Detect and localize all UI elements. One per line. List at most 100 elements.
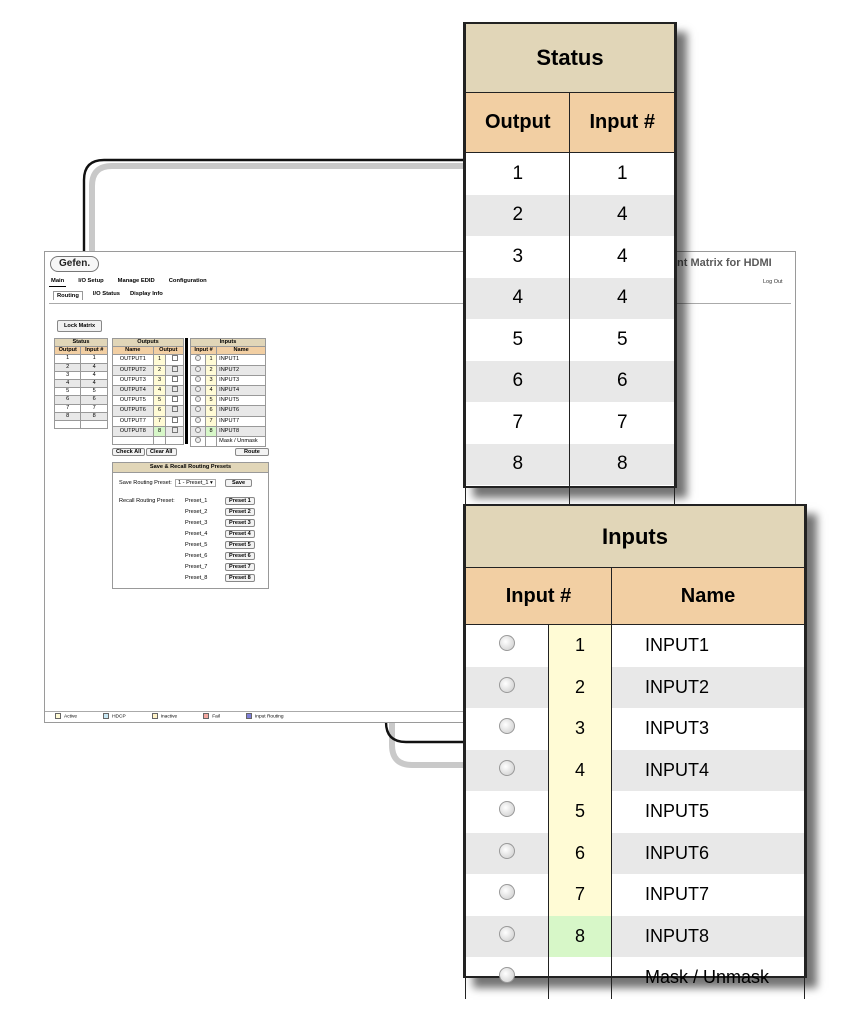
input-radio[interactable]: [465, 874, 549, 916]
tab-io-setup[interactable]: I/O Setup: [78, 278, 104, 284]
radio-icon[interactable]: [195, 355, 202, 362]
mini-output-check[interactable]: [165, 374, 184, 387]
preset-5-button[interactable]: Preset 5: [225, 541, 255, 549]
mini-output-empty: [112, 436, 154, 446]
radio-icon[interactable]: [499, 676, 515, 693]
radio-icon[interactable]: [499, 925, 515, 942]
input-radio[interactable]: [465, 749, 549, 791]
input-radio[interactable]: [465, 666, 549, 708]
mini-output-check[interactable]: [165, 425, 184, 438]
route-button[interactable]: Route: [235, 448, 269, 456]
mini-output-check[interactable]: [165, 405, 184, 417]
mini-status-header-input: Input #: [80, 346, 108, 356]
mini-output-check[interactable]: [165, 364, 184, 376]
preset-7-button[interactable]: Preset 7: [225, 563, 255, 571]
mini-input-radio[interactable]: [189, 436, 207, 448]
tab-configuration[interactable]: Configuration: [168, 278, 207, 284]
mini-input-radio[interactable]: [189, 385, 207, 397]
status-output-cell: 6: [464, 360, 571, 402]
preset-3-button[interactable]: Preset 3: [225, 519, 255, 527]
mini-output-name: OUTPUT7: [112, 415, 154, 427]
checkbox-icon[interactable]: [171, 386, 178, 393]
tab-main[interactable]: Main: [49, 276, 67, 287]
radio-icon[interactable]: [195, 386, 202, 393]
mini-output-check[interactable]: [165, 415, 184, 427]
checkbox-icon[interactable]: [171, 396, 178, 403]
radio-icon[interactable]: [499, 967, 515, 984]
logout-link[interactable]: Log Out: [763, 279, 783, 285]
preset-2-button[interactable]: Preset 2: [225, 508, 255, 516]
mini-input-radio[interactable]: [189, 425, 207, 438]
radio-icon[interactable]: [499, 884, 515, 901]
radio-icon[interactable]: [195, 406, 202, 413]
checkbox-icon[interactable]: [171, 365, 178, 372]
mini-output-check[interactable]: [165, 354, 184, 366]
radio-icon[interactable]: [195, 426, 202, 433]
radio-icon[interactable]: [195, 396, 202, 403]
subtab-display-info[interactable]: Display Info: [129, 291, 163, 297]
radio-icon[interactable]: [499, 759, 515, 776]
mini-output-check[interactable]: [165, 395, 184, 407]
radio-icon[interactable]: [499, 801, 515, 818]
checkbox-icon[interactable]: [171, 426, 178, 433]
preset-name: Preset_1: [185, 498, 208, 504]
status-output-cell: 7: [464, 402, 571, 444]
mini-input-radio[interactable]: [189, 395, 207, 407]
input-number-cell: 1: [548, 624, 612, 667]
checkbox-icon[interactable]: [171, 355, 178, 362]
radio-icon[interactable]: [195, 437, 202, 444]
preset-name: Preset_3: [185, 520, 208, 526]
input-radio[interactable]: [465, 708, 549, 750]
tab-manage-edid[interactable]: Manage EDID: [117, 278, 155, 284]
subtab-routing[interactable]: Routing: [53, 291, 83, 300]
preset-name: Preset_7: [185, 564, 208, 570]
mini-status-cell: 4: [80, 370, 108, 381]
checkbox-icon[interactable]: [171, 375, 178, 382]
mini-input-radio[interactable]: [189, 354, 207, 366]
input-name-cell: INPUT5: [611, 791, 805, 833]
input-radio[interactable]: [465, 832, 549, 874]
save-preset-select[interactable]: 1 - Preset_1 ▾: [175, 479, 216, 487]
input-name-cell: INPUT6: [611, 832, 805, 874]
checkbox-icon[interactable]: [171, 416, 178, 423]
preset-6-button[interactable]: Preset 6: [225, 552, 255, 560]
legend-swatch: [103, 712, 110, 719]
mini-input-radio[interactable]: [189, 405, 207, 417]
status-output-cell: 5: [464, 319, 571, 361]
clear-all-button[interactable]: Clear All: [146, 448, 177, 456]
input-radio[interactable]: [465, 915, 549, 957]
checkbox-icon[interactable]: [171, 406, 178, 413]
preset-name: Preset_5: [185, 542, 208, 548]
radio-icon[interactable]: [195, 416, 202, 423]
radio-icon[interactable]: [499, 718, 515, 735]
preset-8-button[interactable]: Preset 8: [225, 574, 255, 582]
radio-icon[interactable]: [195, 375, 202, 382]
lock-matrix-button[interactable]: Lock Matrix: [57, 320, 103, 332]
input-number-cell: 4: [548, 749, 612, 791]
mini-input-radio[interactable]: [189, 364, 207, 376]
mini-output-check[interactable]: [165, 385, 184, 397]
radio-icon[interactable]: [195, 365, 202, 372]
radio-icon[interactable]: [499, 842, 515, 859]
mini-input-radio[interactable]: [189, 374, 207, 387]
check-all-button[interactable]: Check All: [112, 448, 146, 456]
mini-output-num: 2: [152, 364, 167, 376]
mini-input-num: 6: [205, 405, 218, 417]
mini-output-num: 6: [152, 405, 167, 417]
mini-input-radio[interactable]: [189, 415, 207, 427]
status-input-cell: 8: [569, 443, 675, 485]
radio-icon[interactable]: [499, 635, 515, 652]
save-preset-button[interactable]: Save: [225, 479, 253, 487]
gefen-logo: Gefen.: [50, 256, 100, 272]
preset-1-button[interactable]: Preset 1: [225, 497, 255, 505]
mini-input-name: INPUT8: [216, 425, 266, 438]
input-radio[interactable]: [465, 791, 549, 833]
preset-4-button[interactable]: Preset 4: [225, 530, 255, 538]
input-radio[interactable]: [465, 624, 549, 667]
subtab-io-status[interactable]: I/O Status: [92, 291, 120, 297]
mini-output-name: OUTPUT8: [112, 425, 154, 438]
mask-radio[interactable]: [465, 957, 549, 999]
